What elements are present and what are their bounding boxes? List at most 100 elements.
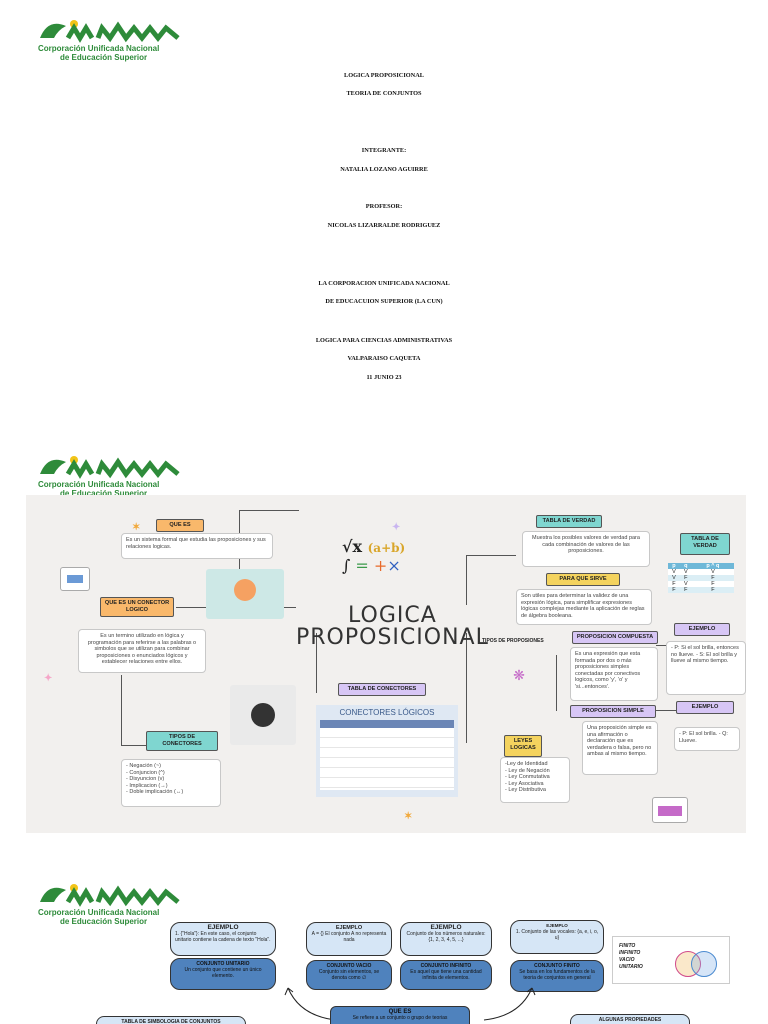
computer-icon [60, 567, 90, 591]
box-heading: CONJUNTO UNITARIO [196, 961, 250, 967]
list-item: - Negación (~) [126, 763, 162, 769]
box-text: Se refiere a un conjunto o grupo de teor… [352, 1015, 448, 1021]
cun-logo-icon [40, 456, 180, 479]
cover-line: VALPARAISO CAQUETA [347, 355, 421, 362]
cover-line: LOGICA PROPOSICIONAL [344, 72, 424, 79]
cover-line: TEORIA DE CONJUNTOS [346, 90, 422, 97]
list-item: - Ley Conmutativa [505, 774, 550, 781]
tabla-conectores-image: CONECTORES LÓGICOS [316, 705, 458, 797]
cun-logo: Corporación Unificada Nacional de Educac… [38, 880, 188, 926]
image-label: UNITARIO [619, 964, 643, 970]
list-item: - Disyuncion (v) [126, 776, 165, 783]
box-heading: EJEMPLO [207, 924, 239, 931]
tag-simple: PROPOSICION SIMPLE [570, 705, 656, 718]
tipos-conjuntos-image: FINITO INFINITO VACIO UNITARIO [612, 936, 730, 984]
brand-line-2: de Educación Superior [60, 489, 148, 498]
tag-tabla-conectores: TABLA DE CONECTORES [338, 683, 426, 696]
box-text: 1. {"Hola"}: En este caso, el conjunto u… [175, 931, 271, 943]
box-tabla-simbologia: TABLA DE SIMBOLOGIA DE CONJUNTOS [96, 1016, 246, 1024]
box-text: A = {} El conjunto A no representa nada [311, 931, 387, 943]
arrow-icon [483, 987, 536, 1021]
box-heading: EJEMPLO [335, 925, 363, 931]
cover-line: DE EDUCACUION SUPERIOR (LA CUN) [325, 298, 443, 305]
lotus-icon: ❋ [513, 667, 525, 683]
brand-line-1: Corporación Unificada Nacional [38, 44, 160, 53]
tag-para-que: PARA QUE SIRVE [546, 573, 620, 586]
box-para-que: Son utiles para determinar la validez de… [516, 589, 652, 625]
tag-tv-box: TABLA DE VERDAD [680, 533, 730, 555]
box-tabla-verdad: Muestra los posibles valores de verdad p… [522, 531, 650, 567]
table-cell: V [684, 569, 688, 575]
box-conjunto-vacio: CONJUNTO VACIO Conjunto sin elementos, s… [306, 960, 392, 990]
cover-line: LA CORPORACION UNIFICADA NACIONAL [318, 280, 450, 287]
tag-compuesta: PROPOSICION COMPUESTA [572, 631, 658, 644]
table-row: p q p ^ q [668, 563, 734, 569]
box-propiedades: ALGUNAS PROPIEDADES [570, 1014, 690, 1024]
table-cell: V [711, 569, 715, 575]
list-item: - Ley Distributiva [505, 787, 546, 794]
mindmap-title: LOGICA PROPOSICIONAL [296, 605, 489, 649]
label-tipos-prop: TIPOS DE PROPOSIONES [482, 638, 544, 644]
box-heading: CONJUNTO FINITO [534, 963, 580, 969]
box-heading: EJEMPLO [546, 923, 568, 928]
table-cell: F [672, 581, 676, 587]
box-simple: Una proposición simple es una afirmación… [582, 721, 658, 775]
table-cell: V [672, 575, 676, 581]
box-text: Conjunto sin elementos, se denota como ∅ [318, 969, 380, 981]
list-item: -Ley de Identidad [505, 761, 548, 767]
box-que-es: Es un sistema formal que estudia las pro… [121, 533, 273, 559]
tag-leyes: LEYES LOGICAS [504, 735, 542, 757]
box-conjunto-finito: CONJUNTO FINITO Se basa en los fundament… [510, 960, 604, 992]
box-que-es-conjuntos: QUE ES Se refiere a un conjunto o grupo … [330, 1006, 470, 1024]
list-item: - Implicacion (→) [126, 782, 168, 789]
math-symbols-illustration: √x (a+b) ∫ = +× [342, 537, 406, 575]
star-icon: ✶ [132, 522, 141, 533]
cover-line: 11 JUNIO 23 [366, 374, 402, 381]
tag-tipos-conectores: TIPOS DE CONECTORES [146, 731, 218, 751]
box-heading: EJEMPLO [430, 924, 462, 931]
table-cell: F [711, 575, 715, 581]
box-conjunto-infinito: CONJUNTO INFINITO Es aquel que tiene una… [400, 960, 492, 990]
table-cell: F [684, 587, 688, 593]
box-text: 1. Conjunto de las vocales: {a, e, i, o,… [515, 929, 599, 941]
table-cell: F [684, 575, 688, 581]
table-header: p ^ q [706, 563, 720, 569]
brand-line-1: Corporación Unificada Nacional [38, 480, 160, 489]
tag-conector: QUE ES UN CONECTOR LOGICO [100, 597, 174, 617]
box-text: Se basa en los fundamentos de la teoria … [519, 969, 595, 981]
box-conector: Es un termino utilizado en lógica y prog… [78, 629, 206, 673]
box-ejemplo-2: - P: El sol brilla. - Q: Llueve. [674, 727, 740, 751]
brand-line-1: Corporación Unificada Nacional [38, 908, 160, 917]
cun-logo-icon [40, 884, 180, 907]
piano-icon [652, 797, 688, 823]
cover-line: NATALIA LOZANO AGUIRRE [340, 166, 428, 173]
tag-que-es: QUE ES [156, 519, 204, 532]
box-ejemplo-infinito: EJEMPLO Conjunto de los números naturale… [400, 922, 492, 956]
brand-line-2: de Educación Superior [60, 917, 148, 926]
brand-line-2: de Educación Superior [60, 53, 148, 62]
tag-tabla-verdad: TABLA DE VERDAD [536, 515, 602, 528]
table-header: p [672, 563, 676, 569]
box-ejemplo-unitario: EJEMPLO 1. {"Hola"}: En este caso, el co… [170, 922, 276, 956]
box-conjunto-unitario: CONJUNTO UNITARIO Un conjunto que contie… [170, 958, 276, 990]
image-label: INFINITO [619, 950, 641, 956]
tag-ejemplo-2: EJEMPLO [676, 701, 734, 714]
cover-line: LOGICA PARA CIENCIAS ADMINISTRATIVAS [315, 337, 453, 344]
image-label: FINITO [619, 943, 636, 949]
cover-line: PROFESOR: [365, 203, 403, 210]
box-ejemplo-finito: EJEMPLO 1. Conjunto de las vocales: {a, … [510, 920, 604, 954]
list-item: - Ley de Negación [505, 767, 550, 774]
table-cell: V [684, 581, 688, 587]
box-heading: CONJUNTO INFINITO [420, 963, 472, 969]
cover-line: INTEGRANTE: [361, 147, 407, 154]
title-line: LOGICA [348, 603, 437, 628]
table-cell: V [672, 569, 676, 575]
tag-ejemplo-1: EJEMPLO [674, 623, 730, 636]
head-gears-illustration [230, 685, 296, 745]
